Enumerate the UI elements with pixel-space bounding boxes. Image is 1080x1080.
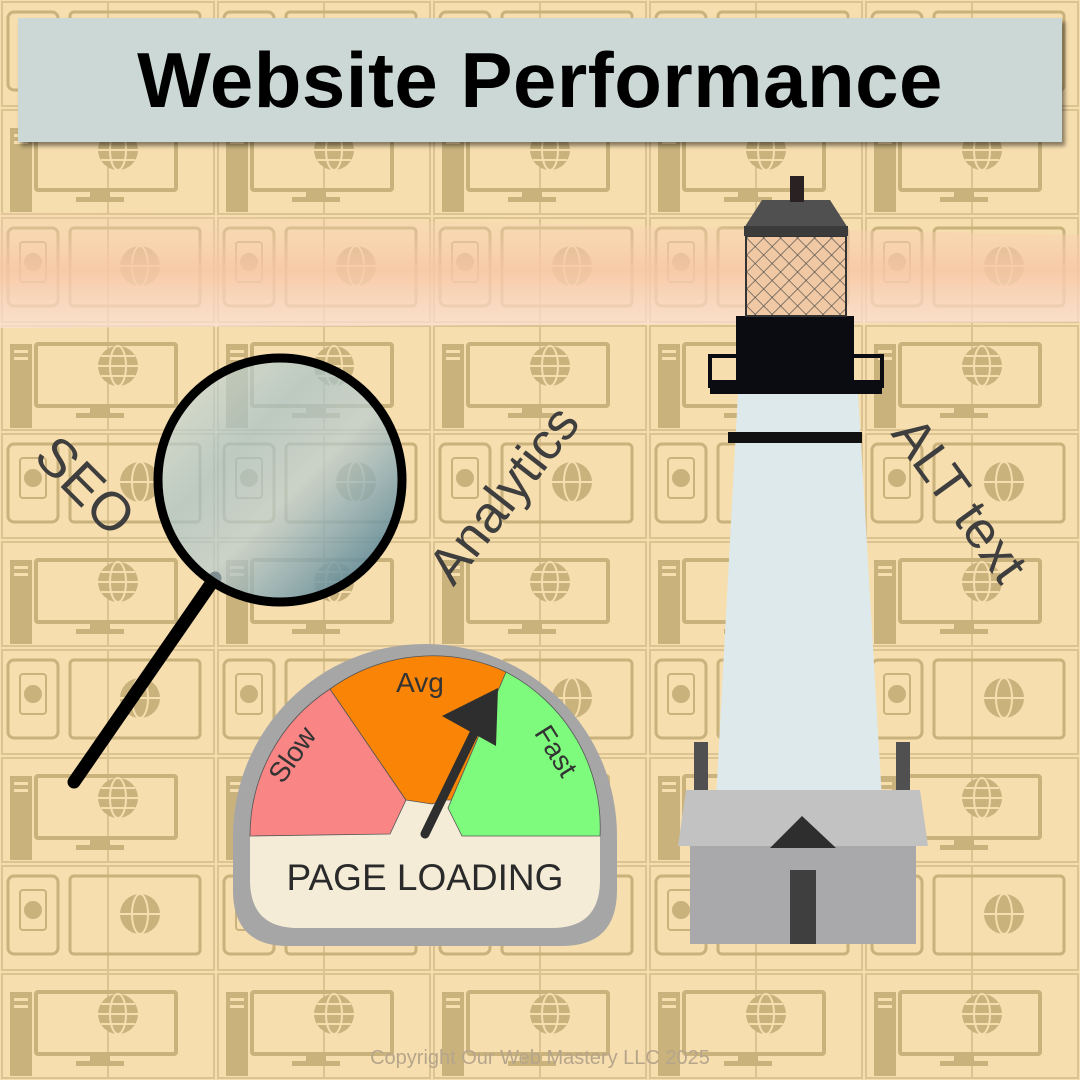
- gauge-needle: [420, 720, 483, 839]
- gauge-caption: PAGE LOADING: [287, 857, 564, 898]
- title-banner: Website Performance: [18, 18, 1062, 142]
- gauge-avg-label: Avg: [396, 667, 444, 698]
- lighthouse-tower: [716, 392, 882, 800]
- page-title: Website Performance: [137, 35, 943, 124]
- copyright-notice: Copyright Our Web Mastery LLC 2025: [370, 1047, 710, 1069]
- gauge-fast-zone: [447, 671, 601, 837]
